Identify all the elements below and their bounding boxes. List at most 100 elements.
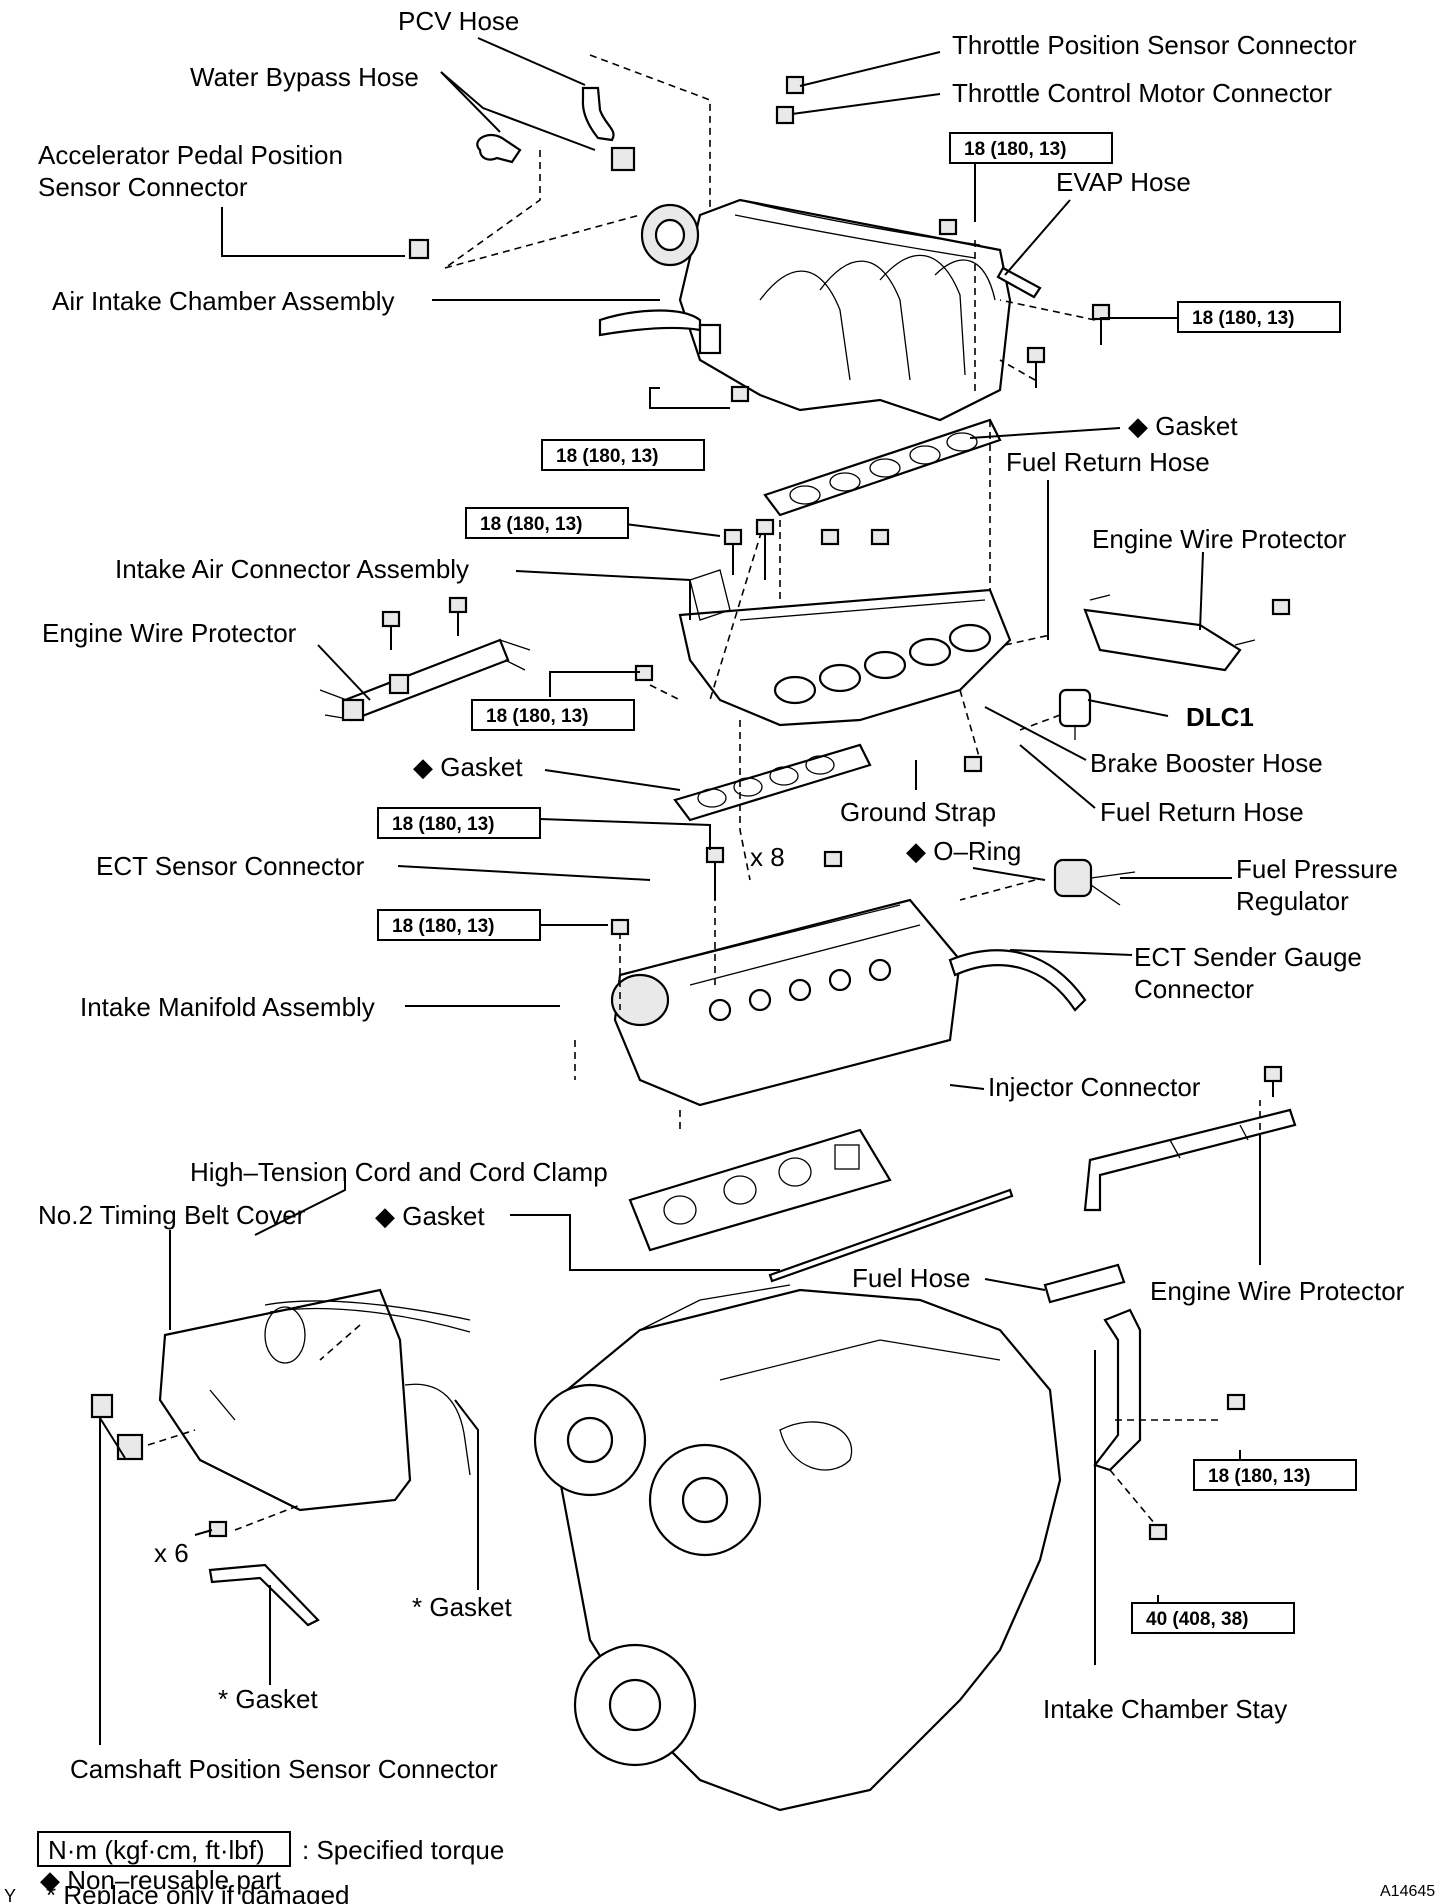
label-injector-connector: Injector Connector <box>988 1072 1201 1102</box>
torque-box: 18 (180, 13) <box>377 807 541 839</box>
bolt-icon <box>1226 1393 1246 1411</box>
part-labels: PCV Hose Water Bypass Hose Accelerator P… <box>38 6 1405 1784</box>
legend: N·m (kgf·cm, ft·lbf) : Specified torque … <box>4 1831 1435 1904</box>
bolt-icon <box>730 385 750 403</box>
intake-chamber-stay-drawing <box>1093 1308 1142 1472</box>
label-engine-wire-protector-left: Engine Wire Protector <box>42 618 297 648</box>
label-x6: x 6 <box>154 1538 189 1568</box>
label-no2-timing-belt-cover: No.2 Timing Belt Cover <box>38 1200 306 1230</box>
bolt-icon <box>755 518 775 580</box>
torque-box: 18 (180, 13) <box>1193 1459 1357 1491</box>
label-brake-booster-hose: Brake Booster Hose <box>1090 748 1323 778</box>
label-fuel-return-hose-1: Fuel Return Hose <box>1006 447 1210 477</box>
timing-belt-cover-drawing <box>158 1288 471 1512</box>
middle-gasket-drawing <box>673 743 872 822</box>
legend-torque-unit: N·m (kgf·cm, ft·lbf) <box>48 1835 265 1865</box>
bolt-icon <box>723 528 743 575</box>
torque-box: 18 (180, 13) <box>949 132 1113 164</box>
label-gasket-top: ◆ Gasket <box>1128 411 1238 441</box>
bolt-icon <box>448 596 468 636</box>
torque-box: 18 (180, 13) <box>471 699 635 731</box>
engine-wire-protector-left-drawing <box>319 638 531 722</box>
label-intake-chamber-stay: Intake Chamber Stay <box>1043 1694 1287 1724</box>
torque-box: 18 (180, 13) <box>541 439 705 471</box>
bolt-icon <box>963 755 983 773</box>
label-pcv-hose: PCV Hose <box>398 6 519 36</box>
torque-value: 18 (180, 13) <box>486 706 588 727</box>
label-dlc1: DLC1 <box>1186 702 1254 732</box>
bolts <box>208 218 1291 1541</box>
engine-wire-protector-right-drawing <box>1083 594 1256 672</box>
bolt-icon <box>870 528 890 546</box>
label-camshaft-position-sensor: Camshaft Position Sensor Connector <box>70 1754 498 1784</box>
torque-value: 18 (180, 13) <box>392 814 494 835</box>
air-intake-chamber-drawing <box>598 198 1012 422</box>
fuel-pressure-regulator-drawing <box>1053 858 1136 906</box>
label-fuel-pressure-line1: Fuel Pressure <box>1236 854 1398 884</box>
label-intake-manifold: Intake Manifold Assembly <box>80 992 375 1022</box>
bolt-icon <box>208 1520 228 1538</box>
bolt-icon <box>1026 346 1046 388</box>
small-star-gasket-drawing <box>208 1563 320 1627</box>
intake-air-connector-drawing <box>678 569 1012 727</box>
torque-box: 40 (408, 38) <box>1131 1602 1295 1634</box>
lower-gasket-drawing <box>628 1128 1014 1283</box>
legend-non-reusable: ◆ Non–reusable part <box>40 1865 282 1895</box>
bolt-icon <box>381 610 401 650</box>
dlc1-drawing <box>1058 688 1092 740</box>
label-star-gasket-1: * Gasket <box>412 1592 512 1622</box>
label-ect-sensor-connector: ECT Sensor Connector <box>96 851 365 881</box>
figure-code: A14645 <box>1380 1883 1435 1900</box>
engine-wire-protector-lower-drawing <box>1083 1108 1297 1212</box>
leader-lines <box>99 37 1261 1745</box>
label-evap-hose: EVAP Hose <box>1056 167 1191 197</box>
torque-specs: 18 (180, 13) 18 (180, 13) 18 (180, 13) 1… <box>377 132 1357 1634</box>
label-x8: x 8 <box>750 842 785 872</box>
bolt-icon <box>1263 1065 1283 1097</box>
label-throttle-position-sensor: Throttle Position Sensor Connector <box>952 30 1357 60</box>
label-ect-sender-line1: ECT Sender Gauge <box>1134 942 1362 972</box>
label-engine-wire-protector-right: Engine Wire Protector <box>1092 524 1347 554</box>
torque-value: 18 (180, 13) <box>1192 308 1294 329</box>
bolt-icon <box>1148 1523 1168 1541</box>
bolt-icon <box>705 846 725 900</box>
bolt-icon <box>1091 303 1111 345</box>
torque-box: 18 (180, 13) <box>1177 301 1341 333</box>
torque-value: 18 (180, 13) <box>556 446 658 467</box>
top-small-parts <box>408 75 1042 299</box>
bolt-icon <box>820 528 840 546</box>
bolt-icon <box>610 918 630 936</box>
label-high-tension-cord: High–Tension Cord and Cord Clamp <box>190 1157 608 1187</box>
upper-gasket-drawing <box>763 418 1002 517</box>
bolt-icon <box>1271 598 1291 616</box>
torque-box: 18 (180, 13) <box>465 507 629 539</box>
engine-block-drawing <box>533 1284 1062 1812</box>
torque-value: 18 (180, 13) <box>392 916 494 937</box>
label-accelerator-pedal-position-line2: Sensor Connector <box>38 172 248 202</box>
torque-value: 18 (180, 13) <box>1208 1466 1310 1487</box>
dashed-guide-lines <box>147 54 1261 1531</box>
torque-value: 18 (180, 13) <box>480 514 582 535</box>
label-throttle-control-motor: Throttle Control Motor Connector <box>952 78 1332 108</box>
label-gasket-mid: ◆ Gasket <box>413 752 523 782</box>
torque-value: 18 (180, 13) <box>964 139 1066 160</box>
torque-value: 40 (408, 38) <box>1146 1609 1248 1630</box>
label-fuel-pressure-line2: Regulator <box>1236 886 1349 916</box>
corner-mark: Y <box>4 1886 16 1904</box>
label-intake-air-connector: Intake Air Connector Assembly <box>115 554 469 584</box>
label-o-ring: ◆ O–Ring <box>906 836 1021 866</box>
label-fuel-return-hose-2: Fuel Return Hose <box>1100 797 1304 827</box>
label-ect-sender-line2: Connector <box>1134 974 1254 1004</box>
label-star-gasket-2: * Gasket <box>218 1684 318 1714</box>
label-air-intake-chamber: Air Intake Chamber Assembly <box>52 286 394 316</box>
label-fuel-hose: Fuel Hose <box>852 1263 971 1293</box>
bolt-icon <box>823 850 843 868</box>
intake-manifold-drawing <box>610 898 1087 1107</box>
label-gasket-lower: ◆ Gasket <box>375 1201 485 1231</box>
label-accelerator-pedal-position-line1: Accelerator Pedal Position <box>38 140 343 170</box>
legend-replace-damaged: * Replace only if damaged <box>46 1880 350 1904</box>
legend-torque-desc: : Specified torque <box>302 1835 504 1865</box>
label-ground-strap: Ground Strap <box>840 797 996 827</box>
label-engine-wire-protector-lower: Engine Wire Protector <box>1150 1276 1405 1306</box>
